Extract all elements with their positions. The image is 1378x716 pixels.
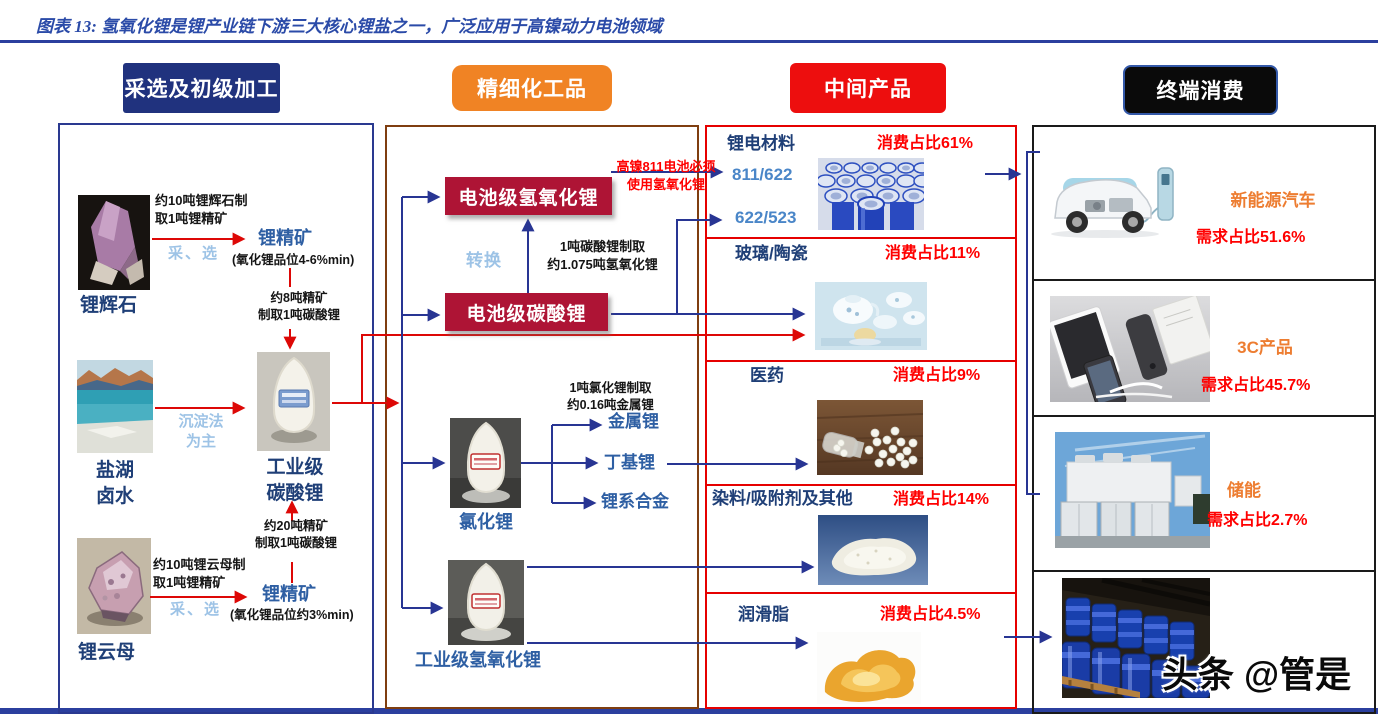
- row-divider: [707, 360, 1015, 362]
- lithium-chloride-photo: [450, 418, 521, 508]
- consumption-share: 消费占比61%: [877, 135, 974, 152]
- concentrate-label-1: 锂精矿: [258, 228, 312, 248]
- note-8t-concentrate: 约8吨精矿 制取1吨碳酸锂: [258, 291, 340, 322]
- ev-car-photo: [1045, 150, 1190, 260]
- row-divider: [707, 592, 1015, 594]
- spodumene-photo: [78, 195, 150, 290]
- consumer-electronics-photo: [1050, 296, 1210, 402]
- chloride-yield-note: 1吨氯化锂制取 约0.16吨金属锂: [567, 381, 654, 412]
- mining-select-label-1: 采、选: [168, 245, 220, 262]
- consumption-share: 消费占比4.5%: [880, 606, 981, 623]
- row-divider: [1034, 279, 1374, 281]
- header-intermediate-products: 中间产品: [790, 63, 946, 113]
- terminal-row-name: 储能: [1227, 481, 1261, 500]
- bottom-rule: [0, 708, 1378, 714]
- consumption-share: 消费占比14%: [893, 491, 990, 508]
- header-fine-chemicals: 精细化工品: [452, 65, 612, 111]
- lithium-chloride-label: 氯化锂: [459, 512, 513, 532]
- intermediate-row-name: 润滑脂: [738, 605, 789, 624]
- pills-photo: [817, 400, 923, 475]
- column-box-mining: [58, 123, 374, 714]
- lithium-alloy-label: 锂系合金: [601, 492, 669, 511]
- demand-share: 需求占比2.7%: [1207, 512, 1308, 529]
- watermark: 头条 @管是: [1162, 654, 1352, 695]
- high-nickel-requirement-note: 高镍811电池必须 使用氢氧化锂: [616, 159, 716, 192]
- intermediate-row-name: 玻璃/陶瓷: [735, 244, 808, 263]
- convert-label: 转换: [466, 251, 502, 270]
- butyl-lithium-label: 丁基锂: [604, 453, 655, 472]
- spodumene-yield-note: 约10吨锂辉石制 取1吨锂精矿: [155, 193, 248, 226]
- spodumene-label: 锂辉石: [80, 295, 138, 316]
- row-divider: [1034, 415, 1374, 417]
- lepidolite-photo: [77, 538, 151, 634]
- battery-cells-photo: [818, 158, 924, 230]
- header-terminal-consumption: 终端消费: [1123, 65, 1278, 115]
- intermediate-row-name: 锂电材料: [727, 134, 795, 153]
- concentrate-grade-1: (氧化锂品位4-6%min): [232, 253, 355, 267]
- barrels-photo: [1062, 578, 1210, 698]
- note-20t-concentrate: 约20吨精矿 制取1吨碳酸锂: [255, 519, 337, 550]
- top-rule: [0, 40, 1378, 43]
- battery-grade-carbonate-box: 电池级碳酸锂: [445, 293, 608, 331]
- header-mining-processing: 采选及初级加工: [123, 63, 280, 113]
- terminal-row-name: 3C产品: [1237, 338, 1293, 357]
- consumption-share: 消费占比11%: [885, 245, 981, 262]
- grease-photo: [817, 632, 921, 704]
- lepidolite-label: 锂云母: [78, 642, 136, 663]
- industrial-hydroxide-photo: [448, 560, 524, 645]
- cathode-type-622-523: 622/523: [735, 208, 797, 227]
- cathode-type-811-622: 811/622: [732, 165, 793, 184]
- battery-grade-hydroxide-box: 电池级氢氧化锂: [445, 177, 612, 215]
- terminal-row-name: 新能源汽车: [1230, 191, 1316, 210]
- demand-share: 需求占比51.6%: [1196, 229, 1306, 246]
- industrial-carbonate-photo: [257, 352, 330, 451]
- powder-photo: [818, 515, 928, 585]
- brine-label: 盐湖 卤水: [95, 460, 134, 507]
- salt-lake-brine-photo: [77, 360, 153, 453]
- figure-title: 图表 13: 氢氧化锂是锂产业链下游三大核心锂盐之一，广泛应用于高镍动力电池领域: [36, 17, 663, 36]
- intermediate-row-name: 染料/吸附剂及其他: [712, 489, 853, 508]
- row-divider: [707, 237, 1015, 239]
- column-box-fine-chemicals: [385, 125, 699, 709]
- industrial-hydroxide-label: 工业级氢氧化锂: [415, 650, 541, 670]
- lithium-metal-label: 金属锂: [608, 412, 659, 431]
- row-divider: [1034, 570, 1374, 572]
- column-box-intermediate: [705, 125, 1017, 709]
- intermediate-row-name: 医药: [750, 366, 784, 385]
- industrial-carbonate-label: 工业级 碳酸锂: [266, 457, 324, 504]
- conversion-ratio-note: 1吨碳酸锂制取 约1.075吨氢氧化锂: [547, 239, 658, 272]
- concentrate-grade-2: (氧化锂品位约3%min): [230, 608, 354, 622]
- consumption-share: 消费占比9%: [893, 367, 981, 384]
- mining-select-label-2: 采、选: [170, 601, 222, 618]
- row-divider: [707, 484, 1015, 486]
- demand-share: 需求占比45.7%: [1201, 377, 1311, 394]
- ceramics-photo: [815, 282, 927, 350]
- precipitation-label: 沉淀法 为主: [178, 413, 224, 451]
- energy-storage-photo: [1055, 432, 1210, 548]
- concentrate-label-2: 锂精矿: [262, 584, 316, 604]
- lepidolite-yield-note: 约10吨锂云母制 取1吨锂精矿: [153, 557, 246, 590]
